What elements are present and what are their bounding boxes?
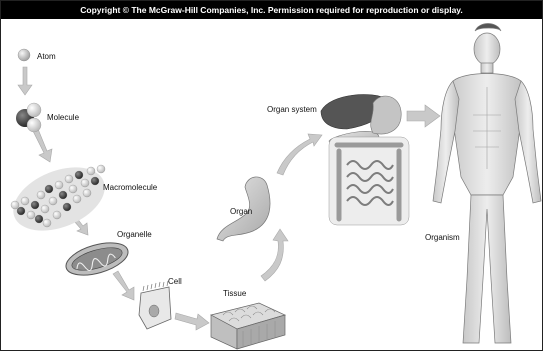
label-tissue: Tissue	[223, 289, 246, 298]
system-stomach	[371, 96, 401, 134]
cell-illustration	[139, 281, 171, 329]
copyright-banner: Copyright © The McGraw-Hill Companies, I…	[1, 1, 542, 19]
tissue-block	[211, 303, 285, 349]
label-cell: Cell	[168, 277, 182, 286]
label-organelle: Organelle	[117, 230, 152, 239]
organization-diagram	[1, 19, 542, 350]
arrow-organelle-cell	[113, 271, 134, 300]
label-macromolecule: Macromolecule	[103, 183, 157, 192]
arrow-atom-molecule	[18, 67, 32, 95]
digestive-system	[321, 95, 409, 225]
human-figure	[433, 24, 541, 344]
label-organ: Organ	[230, 207, 252, 216]
macromolecule-chain	[4, 155, 114, 243]
arrow-molecule-macromolecule	[33, 129, 52, 162]
label-molecule: Molecule	[47, 113, 79, 122]
label-organ-system: Organ system	[267, 105, 317, 114]
label-atom: Atom	[37, 52, 56, 61]
arrow-organ-system	[277, 134, 322, 175]
arrow-tissue-organ	[261, 229, 288, 281]
label-organism: Organism	[425, 233, 460, 242]
atom-sphere	[18, 49, 30, 61]
arrow-system-organism	[407, 105, 440, 127]
mitochondrion	[62, 237, 131, 282]
molecule-model	[16, 103, 41, 132]
arrow-cell-tissue	[175, 313, 209, 330]
